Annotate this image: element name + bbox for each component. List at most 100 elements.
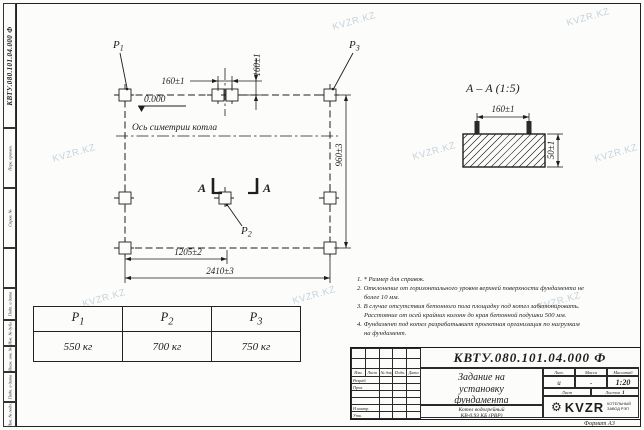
load-table: P1 P2 P3 550 кг 700 кг 750 кг (33, 306, 301, 362)
section-letter-left: А (197, 181, 206, 195)
sig-nkontr: Н.контр. (351, 404, 380, 412)
dim-160v-text: 160±1 (252, 54, 262, 77)
logo-caption: КОТЕЛЬНЫЙ ЗАВОД РЭП (607, 402, 631, 411)
dim-960-text: 960±3 (334, 143, 344, 166)
sig-blank (351, 397, 380, 405)
p-base: P (160, 310, 169, 325)
product-line: КВ-0,93 КБ (РВР) (460, 413, 503, 418)
lit-header: Лит. (543, 368, 575, 376)
anchor-bolt (526, 121, 532, 134)
section-dim-width-text: 160±1 (492, 104, 515, 114)
sig-blank (351, 390, 380, 398)
dimension-160-horizontal: 160±1 (162, 76, 262, 91)
margin-cell-blank (3, 248, 16, 288)
dim-2410-text: 2410±3 (206, 266, 234, 276)
p-sub: 3 (355, 44, 360, 53)
margin-cell-inv-dubl: Инв. № дубл. (3, 320, 16, 346)
p-sub: 3 (257, 316, 263, 328)
p-base: P (249, 310, 258, 325)
dimension-160-vertical: 160±1 (238, 54, 262, 110)
point-p1-label: P1 (112, 39, 124, 53)
title-line: фундамента (454, 395, 509, 405)
lit-value: и (543, 376, 575, 388)
col-data: Дата (406, 368, 421, 377)
p-base: P (240, 225, 248, 237)
load-header-p1: P1 (33, 306, 123, 332)
p-base: P (348, 39, 356, 51)
title-block: Изм. Лист № докум. Подп. Дата Разраб. Пр… (350, 347, 641, 420)
title-line: Задание на (458, 372, 505, 383)
logo-caption-line: ЗАВОД РЭП (607, 407, 629, 411)
note-item: 4. Фундамент под котел разрабатывает про… (357, 321, 580, 337)
column-pad (319, 84, 341, 106)
symmetry-axis-label: Ось симетрии котла (132, 123, 217, 133)
elevation-triangle-icon (138, 106, 145, 112)
load-value-p2: 700 кг (122, 331, 212, 362)
note-item: 1. * Размер для справок. (357, 276, 425, 283)
margin-label: Подп. и дата (7, 374, 12, 400)
p-base: P (71, 310, 80, 325)
section-view-a-a: А – А (1:5) 160±1 (462, 81, 563, 168)
p-sub: 2 (168, 316, 174, 328)
gear-icon: ⚙ (551, 400, 562, 414)
margin-cell-podp-data-1: Подп. и дата (3, 288, 16, 320)
hatching (462, 133, 546, 168)
dimension-1205: 1205±2 (125, 247, 228, 264)
drawing-title: Задание на установку фундамента (420, 368, 543, 405)
product-line: Котел водогрейный (458, 407, 505, 413)
scale-header: Масштаб (607, 368, 639, 376)
elevation-mark: 0.000 (138, 95, 186, 112)
point-p2: P2 (225, 203, 252, 239)
p-sub: 2 (248, 230, 252, 239)
elevation-value: 0.000 (144, 95, 166, 105)
sheets-label: Листов (605, 390, 620, 395)
note-item: 2. Отклонение от горизонтального уровня … (357, 285, 584, 301)
sheets-value: 1 (622, 390, 625, 396)
drawing-frame (16, 3, 641, 427)
point-p3: P3 (331, 39, 360, 91)
margin-label: Взам. инв. № (7, 347, 12, 371)
p-sub: 1 (79, 316, 85, 328)
p-base: P (112, 39, 120, 51)
load-header-p2: P2 (122, 306, 212, 332)
section-view-title: А – А (1:5) (465, 81, 520, 95)
column-pads (114, 84, 341, 259)
section-letter-right: А (262, 181, 271, 195)
dim-160h-text: 160±1 (162, 76, 185, 86)
point-p1: P1 (112, 39, 129, 91)
margin-cell-inv-podl: Инв. № подл. (3, 402, 16, 427)
concrete-block (462, 133, 546, 168)
col-izm: Изм. (351, 368, 366, 377)
signature-table: Изм. Лист № докум. Подп. Дата Разраб. Пр… (351, 348, 421, 419)
scale-value: 1:20 (607, 376, 639, 388)
company-logo: ⚙ KVZR КОТЕЛЬНЫЙ ЗАВОД РЭП (543, 396, 639, 418)
margin-cell-sprav: Справ. № (3, 188, 16, 248)
mass-header: Масса (575, 368, 607, 376)
margin-cell-podp-data-2: Подп. и дата (3, 372, 16, 402)
margin-label: Подп. и дата (7, 291, 12, 317)
margin-label: Перв. примен. (7, 145, 12, 171)
section-dim-width: 160±1 (476, 104, 530, 121)
col-list: Лист (364, 368, 380, 377)
title-line: установку (459, 383, 504, 395)
section-cut-marks: А А (197, 178, 271, 195)
logo-text: KVZR (564, 399, 605, 415)
section-dim-height-text: 50±1 (546, 141, 556, 159)
section-dim-height: 50±1 (546, 133, 563, 168)
margin-cell-vzam-inv: Взам. инв. № (3, 346, 16, 372)
load-value-p1: 550 кг (33, 331, 123, 362)
sig-utv: Утв. (351, 411, 380, 419)
load-header-p3: P3 (211, 306, 301, 332)
margin-label: Справ. № (7, 209, 12, 227)
column-pad (319, 187, 341, 209)
sheet-cell: Лист (543, 388, 591, 396)
dimension-960: 960±3 (334, 94, 351, 249)
point-p2-label: P2 (240, 225, 252, 239)
dimension-2410: 2410±3 (124, 254, 331, 283)
column-pad (114, 187, 136, 209)
col-podp: Подп. (392, 368, 408, 377)
doc-number-rotated: КВТУ.080.101.04.000 Ф (5, 25, 14, 106)
column-pad (114, 84, 136, 106)
